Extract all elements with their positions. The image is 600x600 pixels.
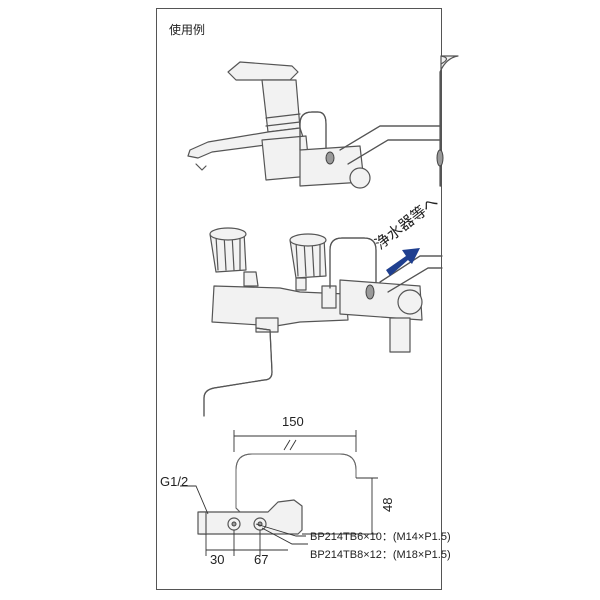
dimension-drawing: [180, 430, 378, 556]
single-lever-faucet-illustration: [187, 55, 459, 189]
to-purifier-callout: 浄水器等へ: [371, 193, 441, 253]
two-handle-faucet-illustration: [203, 227, 443, 417]
dimension-height: 48: [380, 498, 395, 512]
to-purifier-arrow-icon: [386, 248, 420, 276]
dimension-offset-a: 30: [210, 552, 224, 567]
model-line-2: BP214TB8×12：(M18×P1.5): [310, 549, 451, 561]
panel-title: 使用例: [169, 23, 206, 37]
dimension-width: 150: [282, 414, 304, 429]
thread-label: G1/2: [160, 474, 188, 489]
dimension-offset-b: 67: [254, 552, 268, 567]
model-line-1: BP214TB6×10：(M14×P1.5): [310, 531, 451, 543]
